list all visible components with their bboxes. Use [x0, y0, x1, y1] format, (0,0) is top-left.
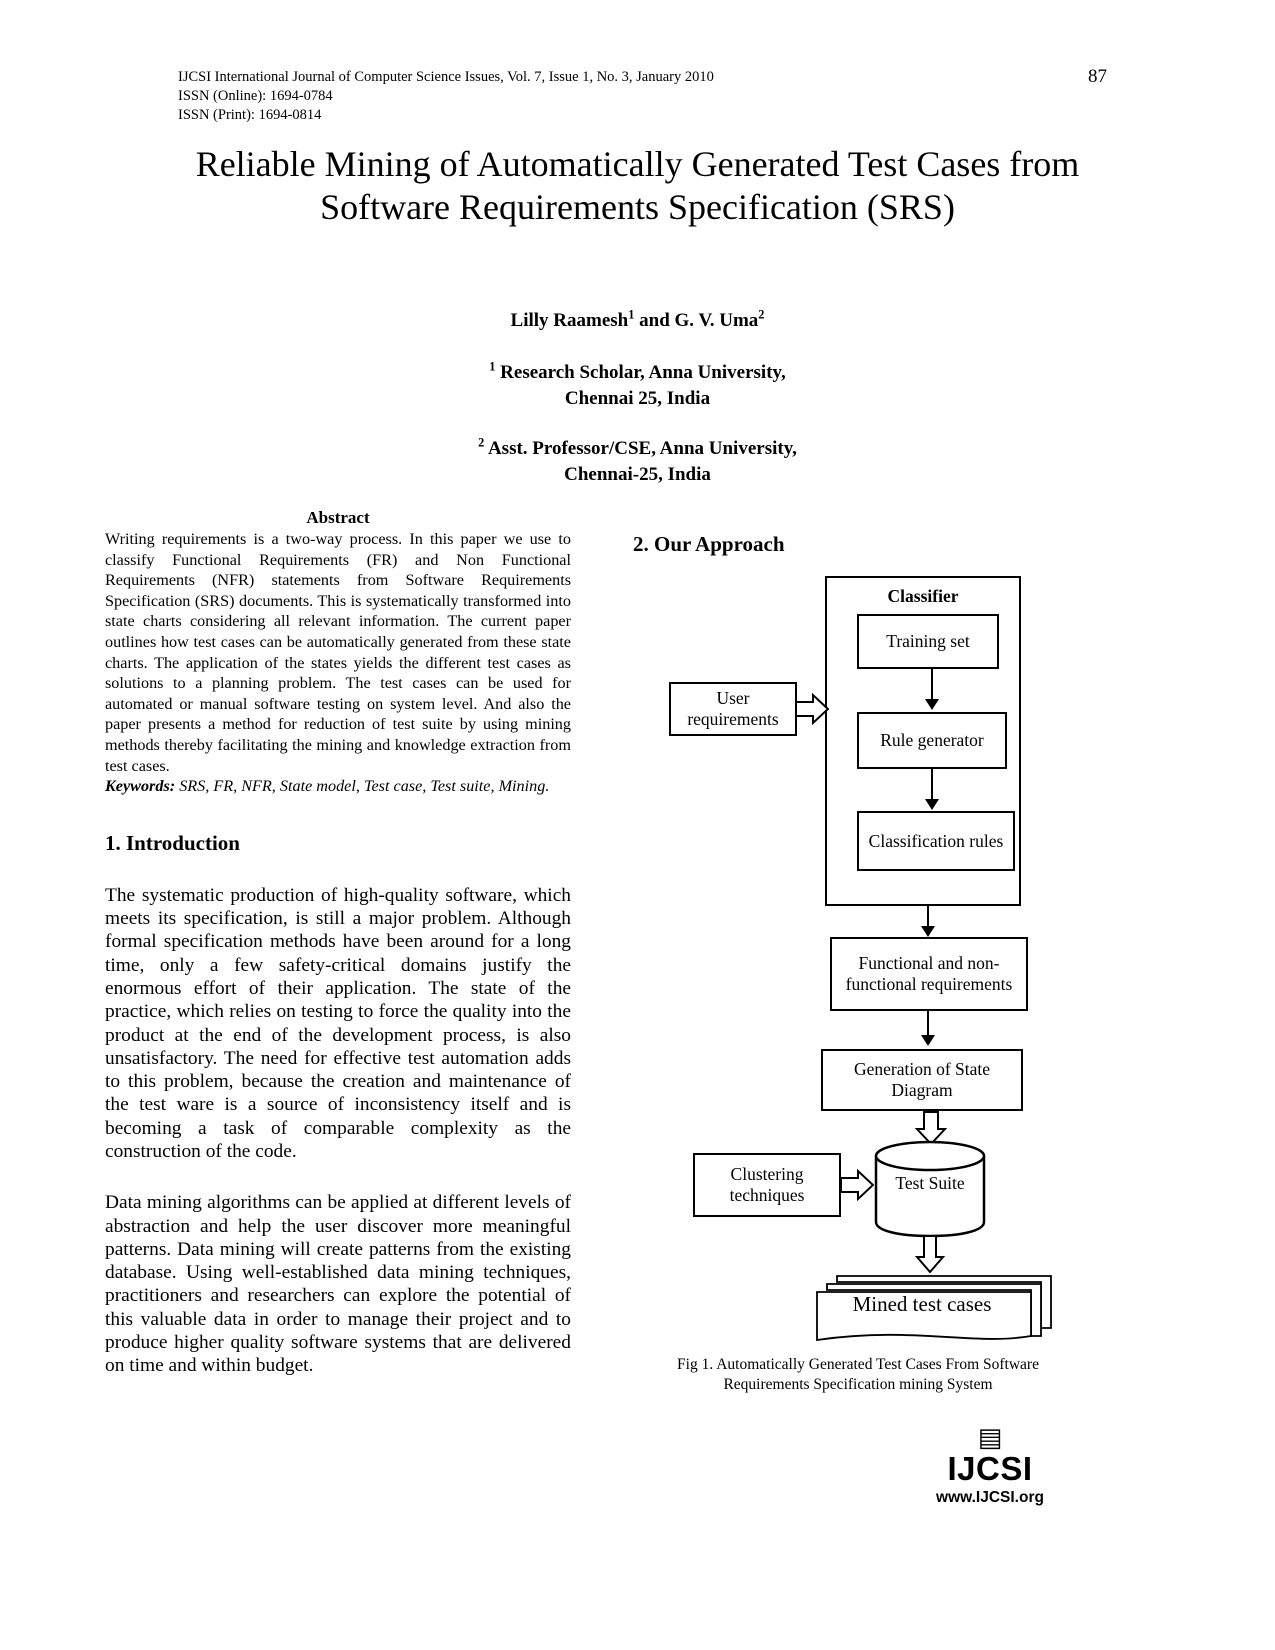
- node-clustering-techniques: Clustering techniques: [693, 1153, 841, 1217]
- node-generation-of-state-diagram: Generation of State Diagram: [821, 1049, 1023, 1111]
- affiliation-2-marker: 2: [478, 435, 485, 450]
- page-number: 87: [1088, 66, 1107, 87]
- node-user-requirements-label: User requirements: [687, 688, 779, 729]
- figure-caption: Fig 1. Automatically Generated Test Case…: [633, 1355, 1083, 1395]
- section-heading-our-approach: 2. Our Approach: [633, 532, 785, 556]
- affiliation-1: 1 Research Scholar, Anna University, Che…: [175, 360, 1100, 412]
- figure-1-diagram: Classifier Training set Rule generator C…: [633, 570, 1103, 1360]
- node-clustering-techniques-label: Clustering techniques: [729, 1164, 805, 1205]
- connector-rule-to-classrules: [931, 769, 933, 801]
- block-arrow-clustering-to-testsuite: [840, 1169, 874, 1201]
- affiliation-2: 2 Asst. Professor/CSE, Anna University, …: [175, 436, 1100, 488]
- affiliation-2-line-2: Chennai-25, India: [564, 464, 711, 485]
- node-rule-generator: Rule generator: [857, 712, 1007, 769]
- arrowhead-rule-to-classrules: [925, 799, 939, 810]
- node-test-suite-label: Test Suite: [895, 1173, 965, 1193]
- node-mined-test-cases: [816, 1275, 1052, 1342]
- section-heading-introduction: 1. Introduction: [105, 830, 240, 855]
- affiliation-1-line-2: Chennai 25, India: [564, 388, 711, 409]
- node-generation-of-state-diagram-label: Generation of State Diagram: [853, 1059, 991, 1100]
- keywords-line: Keywords: SRS, FR, NFR, State model, Tes…: [105, 776, 571, 797]
- abstract-body: Writing requirements is a two-way proces…: [105, 530, 571, 775]
- author-list: Lilly Raamesh1 and G. V. Uma2: [175, 307, 1100, 332]
- connector-fnf-to-gen: [927, 1011, 929, 1037]
- block-arrow-user-to-classifier: [795, 692, 829, 726]
- block-arrow-gen-to-testsuite: [914, 1111, 948, 1145]
- node-mined-test-cases-label: Mined test cases: [852, 1292, 992, 1316]
- node-classification-rules: Classification rules: [857, 811, 1015, 871]
- keywords-value: SRS, FR, NFR, State model, Test case, Te…: [175, 777, 550, 796]
- ijcsi-website-url: www.IJCSI.org: [936, 1489, 1044, 1506]
- block-arrow-testsuite-to-mined: [914, 1235, 946, 1273]
- left-column: Abstract Writing requirements is a two-w…: [105, 508, 571, 1378]
- introduction-paragraph-1: The systematic production of high-qualit…: [105, 884, 571, 1162]
- book-icon: ▤: [977, 1423, 1003, 1452]
- node-rule-generator-label: Rule generator: [880, 730, 984, 750]
- affiliation-2-line-1: Asst. Professor/CSE, Anna University,: [484, 438, 797, 459]
- journal-line: IJCSI International Journal of Computer …: [178, 69, 714, 85]
- node-training-set-label: Training set: [886, 631, 970, 651]
- author-2-marker: 2: [758, 307, 765, 322]
- arrowhead-training-to-rule: [925, 699, 939, 710]
- author-name-2: G. V. Uma: [674, 310, 759, 331]
- node-classification-rules-label: Classification rules: [868, 830, 1004, 851]
- affiliation-1-line-1: Research Scholar, Anna University,: [495, 362, 786, 383]
- figure-caption-line-2: Requirements Specification mining System: [723, 1376, 993, 1393]
- node-functional-nonfunctional-requirements: Functional and non-functional requiremen…: [830, 937, 1028, 1011]
- author-1-marker: 1: [628, 307, 635, 322]
- author-name-1: Lilly Raamesh: [510, 310, 629, 331]
- connector-classifier-to-fnf: [927, 906, 929, 928]
- running-head: IJCSI International Journal of Computer …: [178, 68, 714, 125]
- ijcsi-wordmark: IJCSI: [947, 1450, 1033, 1487]
- figure-caption-line-1: Fig 1. Automatically Generated Test Case…: [677, 1356, 1039, 1373]
- introduction-paragraph-2: Data mining algorithms can be applied at…: [105, 1192, 571, 1377]
- node-training-set: Training set: [857, 614, 999, 669]
- page-title: Reliable Mining of Automatically Generat…: [195, 144, 1080, 227]
- node-user-requirements: User requirements: [669, 682, 797, 736]
- keywords-label: Keywords:: [105, 777, 176, 796]
- affiliation-1-marker: 1: [489, 359, 496, 374]
- arrowhead-fnf-to-gen: [921, 1035, 935, 1046]
- abstract-heading: Abstract: [306, 508, 370, 527]
- ijcsi-footer-logo: ▤ IJCSI www.IJCSI.org: [900, 1425, 1080, 1507]
- classifier-title: Classifier: [887, 586, 959, 606]
- author-conjunction: and: [634, 310, 675, 331]
- connector-training-to-rule: [931, 669, 933, 701]
- issn-print: ISSN (Print): 1694-0814: [178, 107, 322, 123]
- node-functional-nonfunctional-label: Functional and non-functional requiremen…: [845, 953, 1013, 994]
- right-column: 2. Our Approach: [633, 508, 1103, 557]
- issn-online: ISSN (Online): 1694-0784: [178, 88, 333, 104]
- arrowhead-classifier-to-fnf: [921, 926, 935, 937]
